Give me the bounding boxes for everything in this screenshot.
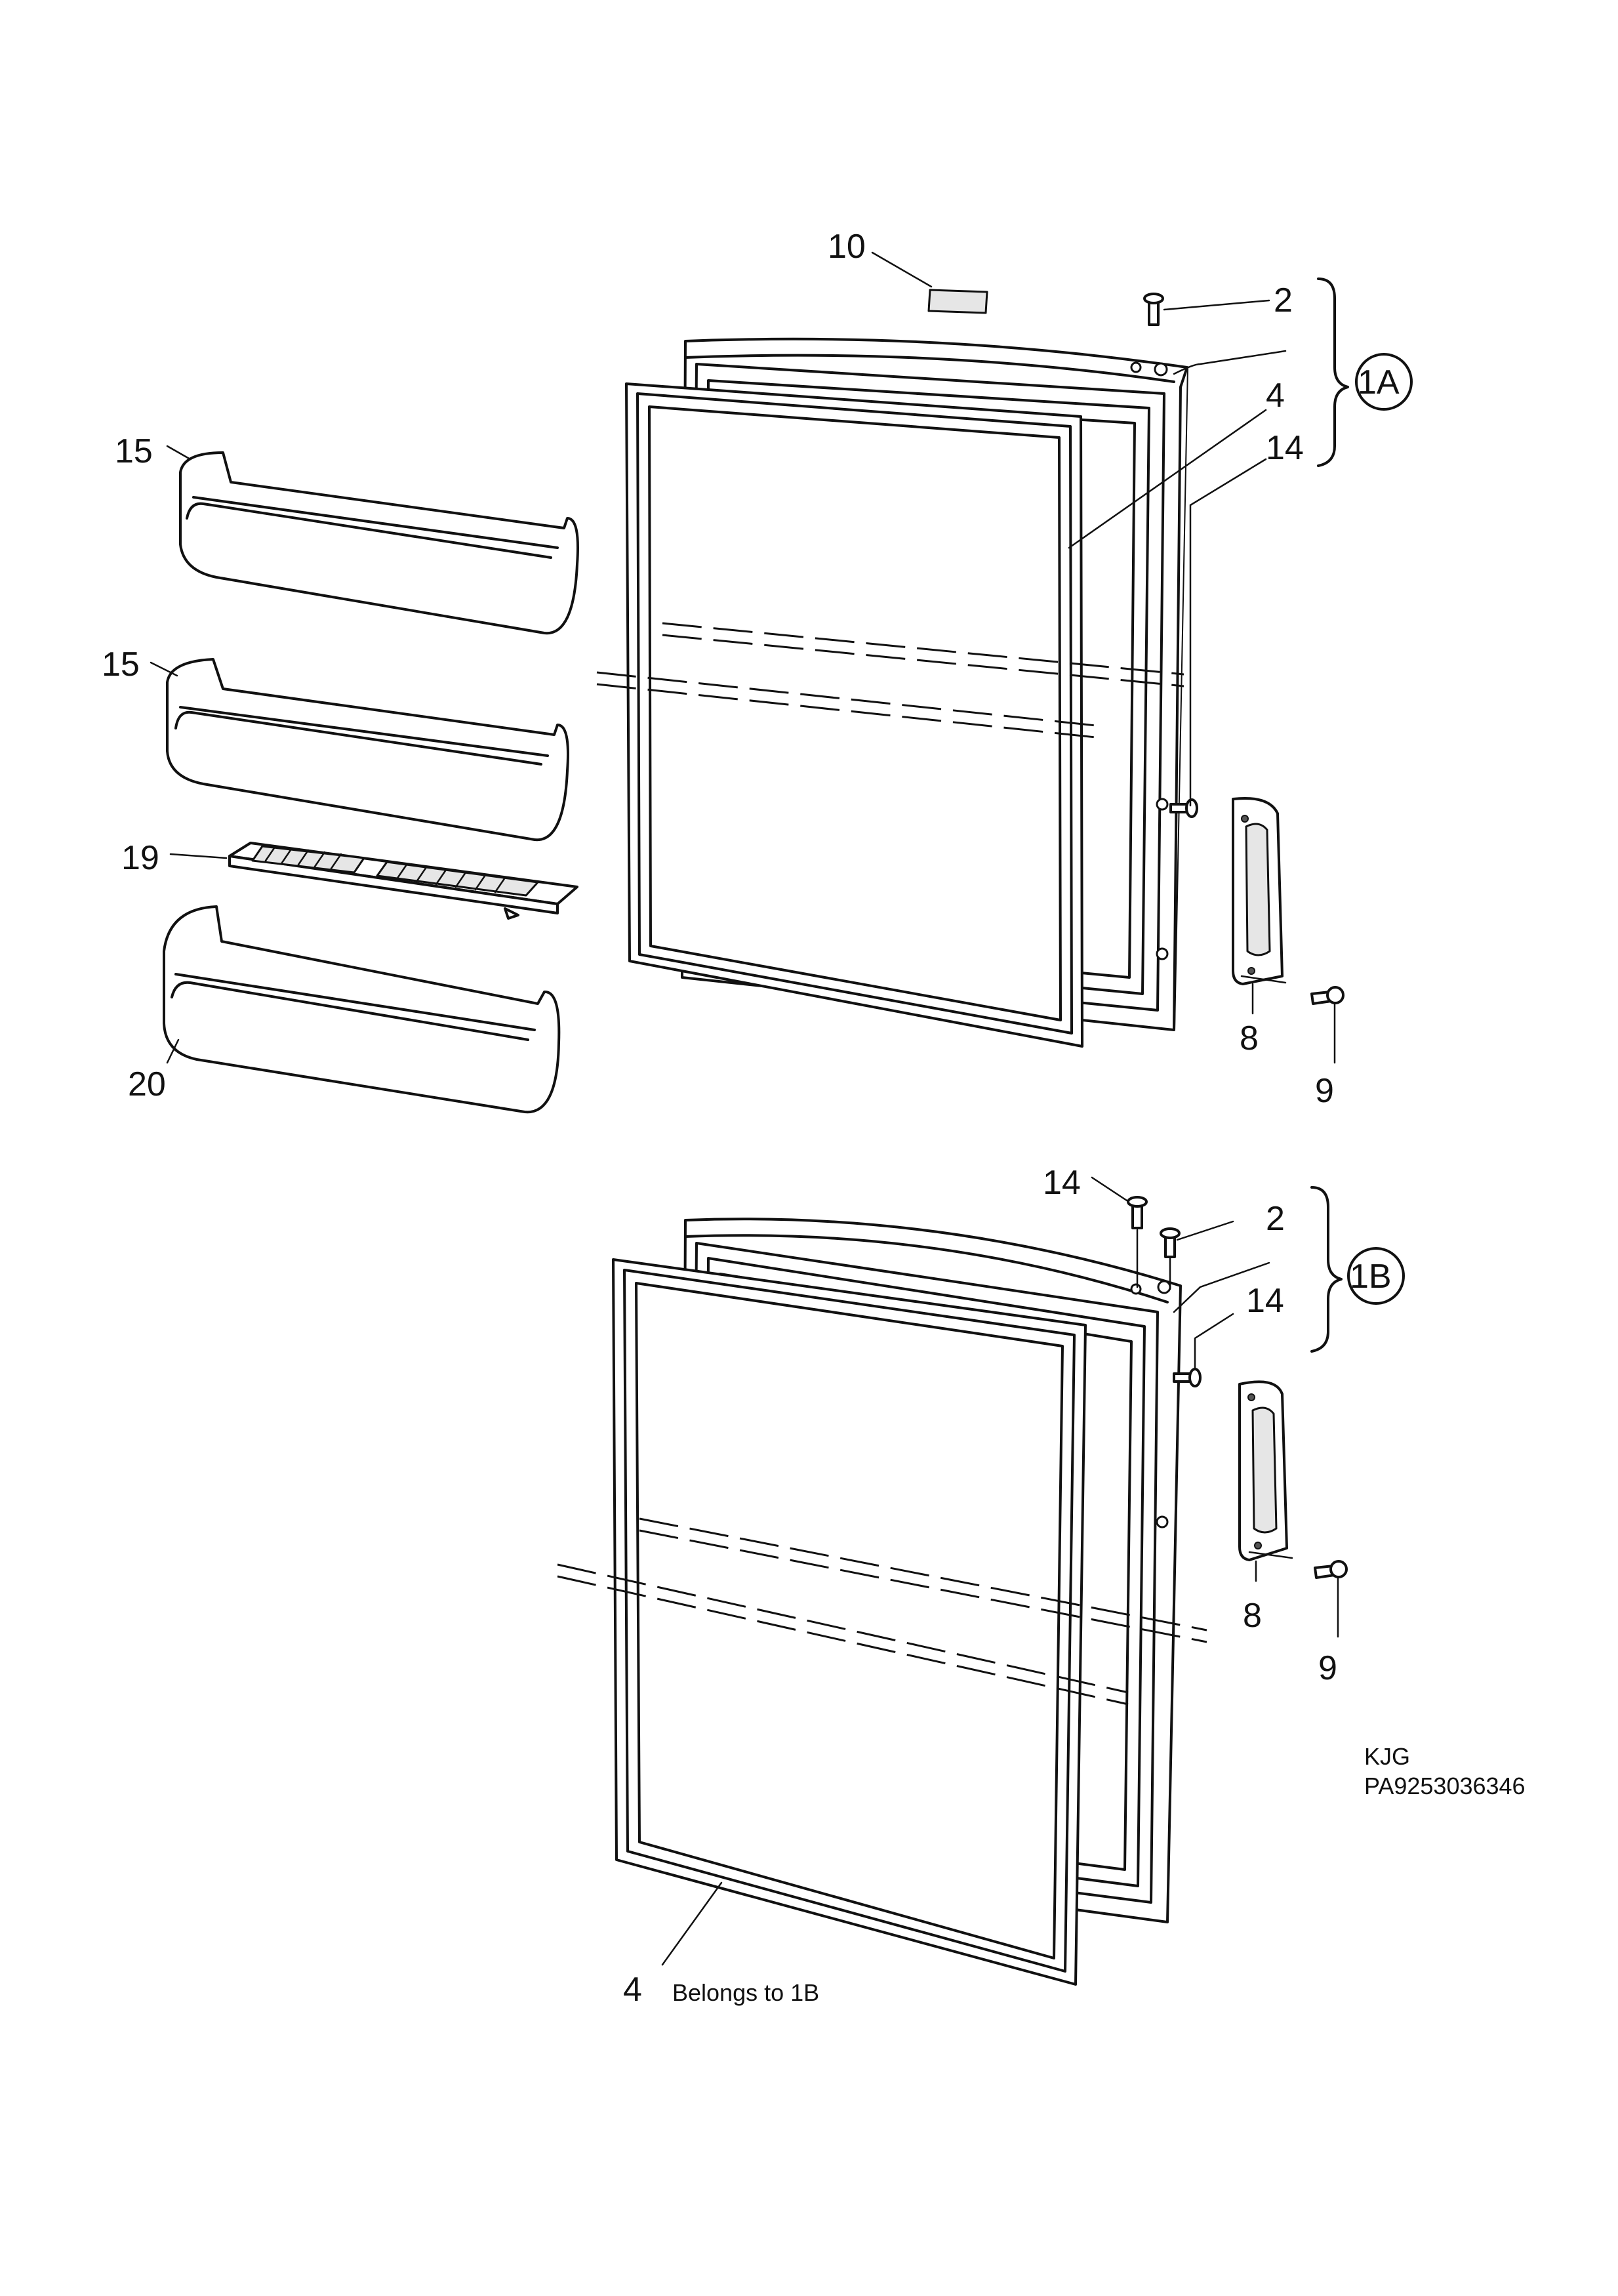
label-belongs-to-1b: Belongs to 1B [672,1979,819,2006]
label-part-20: 20 [128,1065,166,1103]
label-part-14-top: 14 [1266,429,1304,467]
label-part-14-bottom-b: 14 [1246,1282,1284,1320]
label-part-8-top: 8 [1240,1019,1259,1057]
bottom-door-hinge-hole [1157,1280,1171,1294]
label-part-4-top: 4 [1266,377,1285,415]
label-part-2-bottom: 2 [1266,1200,1285,1238]
bottom-door-gasket [612,1258,1087,1986]
top-door-assembly [596,289,1345,1048]
label-assembly-1b: 1B [1350,1258,1392,1296]
hinge-pin-bottom-a [1127,1196,1148,1229]
screw-top [1310,986,1345,1005]
assembly-brace-1b [1310,1186,1405,1353]
label-part-4-bottom: 4 [623,1971,642,2009]
bottom-door-assembly [557,1196,1348,1986]
label-part-15-b: 15 [102,646,140,684]
label-part-19: 19 [121,839,159,877]
hinge-pin-side-bottom [1173,1368,1202,1387]
door-shelf-bottom [163,905,561,1114]
label-assembly-1a: 1A [1358,363,1400,401]
label-part-14-bottom-a: 14 [1043,1164,1081,1202]
door-shelf-upper [179,451,579,635]
top-door-hinge-hole [1154,362,1168,377]
hinge-pin-bottom-b [1160,1227,1181,1258]
leader-lines [150,251,1339,1966]
reference-code: KJG [1364,1743,1410,1770]
door-handle-top [1232,796,1284,985]
top-door-gasket [625,382,1083,1048]
hinge-pin-top [1143,293,1164,326]
door-shelf-middle [166,658,569,842]
bottom-door-cutaway-lines [557,1517,1207,1706]
label-part-15-a: 15 [115,432,153,470]
reference-number: PA9253036346 [1364,1773,1526,1799]
hinge-pin-side-top [1169,798,1198,818]
label-part-9-top: 9 [1315,1072,1334,1110]
assembly-brace-1a [1317,277,1413,467]
label-part-10: 10 [828,228,866,266]
label-part-8-bottom: 8 [1243,1597,1262,1635]
label-part-9-bottom: 9 [1318,1649,1337,1687]
label-part-2-top: 2 [1274,281,1293,319]
top-door-cutaway-lines [596,622,1184,739]
door-handle-bottom [1238,1380,1288,1561]
label-plate [927,289,988,314]
screw-bottom [1314,1560,1348,1579]
egg-tray [228,842,578,920]
